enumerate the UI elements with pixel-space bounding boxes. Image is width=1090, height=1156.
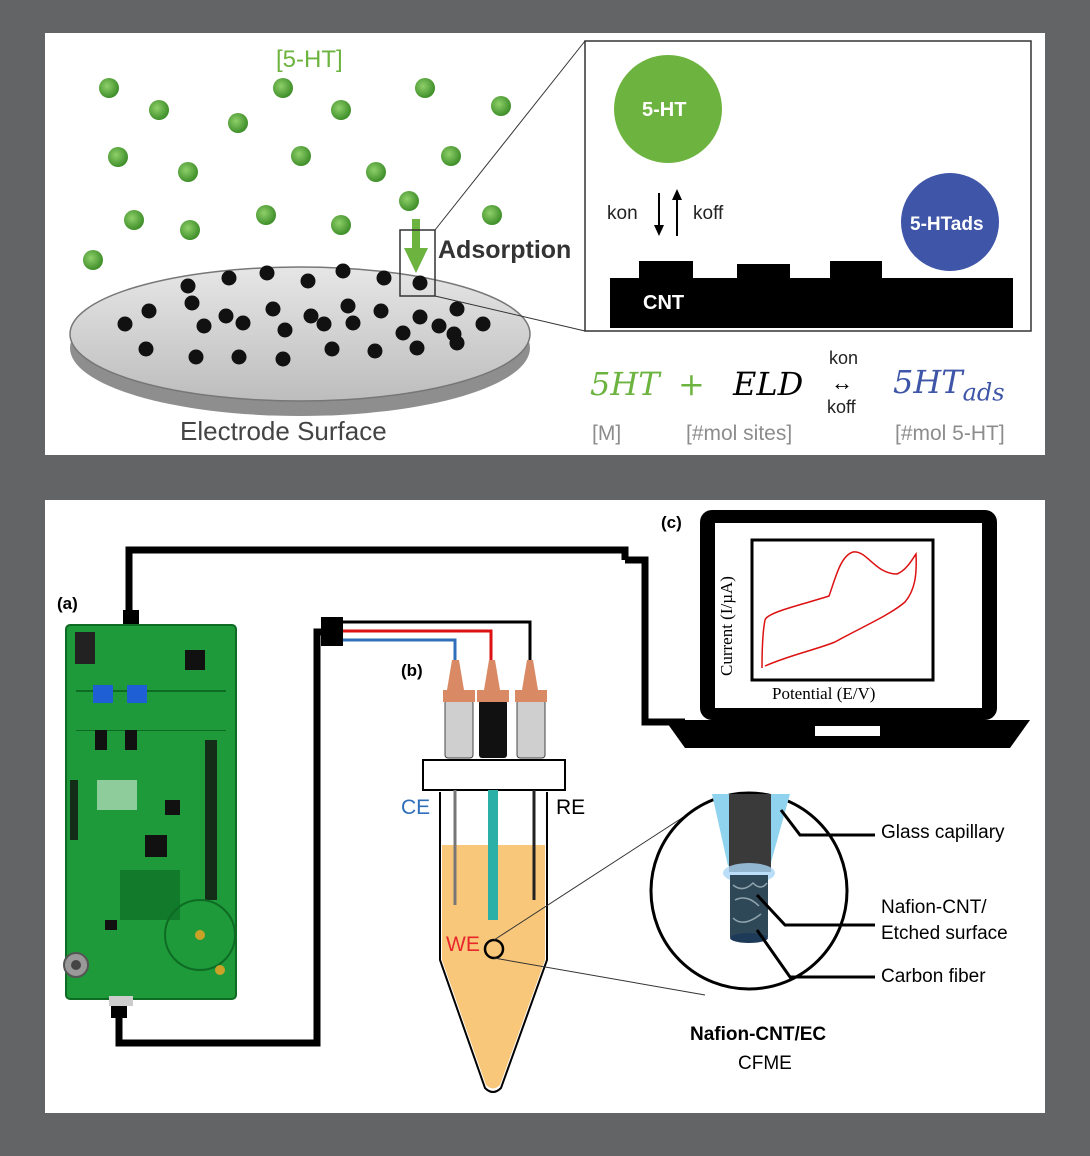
nafion-label-1: Nafion-CNT/ xyxy=(881,897,987,918)
we-label: WE xyxy=(446,933,480,956)
eq-product: 5HTads xyxy=(893,363,1005,407)
cell-cap xyxy=(422,759,566,791)
label-c: (c) xyxy=(661,513,682,532)
electrode-title: Nafion-CNT/EC xyxy=(690,1024,827,1045)
zoom-box xyxy=(399,229,436,297)
carbon-fiber-label: Carbon fiber xyxy=(881,966,986,987)
re-label: RE xyxy=(556,796,586,819)
eq-plus: + xyxy=(678,365,705,403)
nafion-label-2: Etched surface xyxy=(881,923,1008,944)
eq-unit-m: [M] xyxy=(592,422,622,445)
label-b: (b) xyxy=(401,661,423,680)
molecule-label: 5-HT xyxy=(642,99,687,121)
electrode-magnifier xyxy=(649,791,875,991)
setup-panel: (a) (b) (c) CE RE WE Current (I/µA) Pote… xyxy=(45,500,1045,1113)
adsorption-schematic xyxy=(69,40,1032,416)
adsorption-arrow xyxy=(404,219,428,273)
plot-xlabel: Potential (E/V) xyxy=(772,684,876,703)
serotonin-molecules xyxy=(83,78,511,270)
label-a: (a) xyxy=(57,594,78,613)
lead-wires xyxy=(337,620,532,660)
cnt-label: CNT xyxy=(643,292,685,314)
eq-eld: ELD xyxy=(733,365,804,403)
plot-ylabel: Current (I/µA) xyxy=(717,576,736,676)
glass-capillary-label: Glass capillary xyxy=(881,822,1005,843)
electrode-subtitle: CFME xyxy=(738,1053,792,1074)
setup-schematic xyxy=(63,510,1030,1093)
ce-label: CE xyxy=(401,796,431,819)
potentiostat-board xyxy=(63,624,237,1006)
binding-sites xyxy=(117,263,491,367)
eq-kon: kon xyxy=(829,348,859,368)
eq-reactant-5ht: 5HT xyxy=(590,365,660,403)
electrodes xyxy=(443,660,547,759)
electrode-surface-label: Electrode Surface xyxy=(180,416,387,446)
eq-unit-sites: [#mol sites] xyxy=(686,422,793,445)
eq-unit-5ht: [#mol 5-HT] xyxy=(895,422,1005,445)
electrochemical-cell xyxy=(439,790,548,1093)
adsorption-panel: [5-HT] Adsorption Electrode Surface 5-HT… xyxy=(45,33,1045,455)
laptop-display xyxy=(665,510,1030,748)
eq-koff: koff xyxy=(827,397,856,417)
inset-koff: koff xyxy=(693,203,724,224)
adsorption-label: Adsorption xyxy=(438,236,572,264)
inset-kon: kon xyxy=(607,203,638,224)
concentration-label: [5-HT] xyxy=(276,46,343,73)
inset-box xyxy=(584,40,1032,332)
adsorbed-label: 5-HTads xyxy=(910,214,984,235)
eq-arrow: ↔ xyxy=(831,370,853,395)
